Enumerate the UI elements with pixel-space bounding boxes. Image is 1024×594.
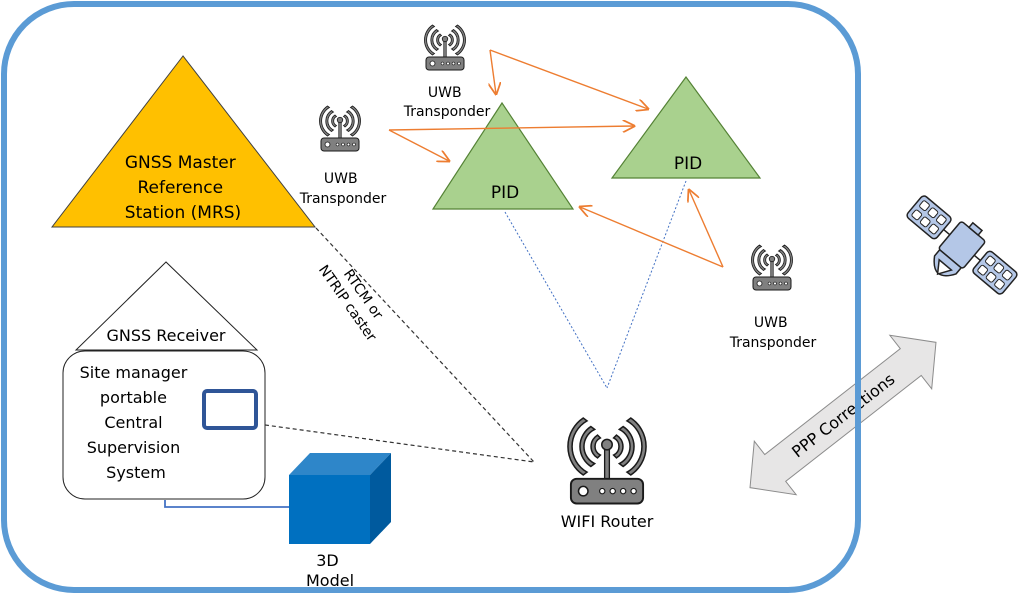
- 3d-model[interactable]: 3D Model: [289, 453, 391, 590]
- model-label-line: Model: [306, 571, 354, 590]
- mrs-label-line: Station (MRS): [125, 203, 241, 223]
- csc-label-line: Central: [104, 413, 162, 432]
- uwb-left-label: Transponder: [299, 191, 387, 207]
- router-icon: [567, 417, 647, 505]
- gnss-receiver-label: GNSS Receiver: [107, 326, 226, 345]
- uwb-transponder-top[interactable]: UWB Transponder: [403, 24, 491, 120]
- satellite-icon: [906, 195, 1018, 295]
- svg-text:UWB Transponder: UWB Transponder: [729, 315, 817, 351]
- csc-label-line: Supervision: [87, 438, 181, 457]
- router-icon: [423, 24, 467, 71]
- svg-text:UWB Transponder: UWB Transponder: [299, 171, 387, 207]
- csc-label-line: Site manager: [80, 363, 188, 382]
- pid-right[interactable]: PID: [610, 75, 762, 179]
- mrs-label-line: Reference: [137, 178, 223, 198]
- pid-left[interactable]: PID: [431, 101, 575, 210]
- router-icon: [318, 105, 362, 152]
- csc-label-line: portable: [100, 388, 167, 407]
- wifi-router-label: WIFI Router: [561, 512, 654, 531]
- mrs-label-line: GNSS Master: [125, 153, 236, 173]
- ppp-label: PPP Corrections: [788, 369, 898, 461]
- uwb-ranging-arrows: [388, 49, 724, 268]
- gnss-receiver[interactable]: GNSS Receiver Site manager portable Cent…: [62, 261, 266, 500]
- tablet-icon: [202, 389, 258, 430]
- uwb-right-label: Transponder: [729, 335, 817, 351]
- svg-text:GNSS Master Reference: GNSS Master Reference Station (MRS): [125, 153, 241, 223]
- uwb-transponder-left[interactable]: UWB Transponder: [299, 105, 387, 207]
- uwb-left-label: UWB: [324, 171, 358, 187]
- cube-link: [164, 500, 289, 508]
- pid-left-label: PID: [491, 183, 519, 203]
- rtcm-links: [257, 227, 535, 463]
- site-boundary: [1, 1, 861, 593]
- rtcm-label: RTCM or NTRIP caster: [315, 252, 394, 345]
- uwb-top-label: UWB: [428, 85, 462, 101]
- svg-text:3D Model: 3D Model: [306, 551, 354, 590]
- router-icon: [750, 244, 794, 291]
- uwb-right-label: UWB: [754, 315, 788, 331]
- wifi-router[interactable]: WIFI Router: [561, 417, 654, 531]
- csc-label-line: System: [106, 463, 166, 482]
- mrs-station[interactable]: GNSS Master Reference Station (MRS): [50, 55, 317, 228]
- svg-text:Site manager portable: Site manager portable Central Supervisio…: [80, 363, 193, 482]
- uwb-transponder-right[interactable]: UWB Transponder: [729, 244, 817, 351]
- wifi-links: [504, 180, 687, 389]
- uwb-top-label: Transponder: [403, 104, 491, 120]
- svg-text:UWB Transponder: UWB Transponder: [403, 85, 491, 120]
- model-label-line: 3D: [316, 551, 339, 570]
- pid-right-label: PID: [674, 154, 702, 174]
